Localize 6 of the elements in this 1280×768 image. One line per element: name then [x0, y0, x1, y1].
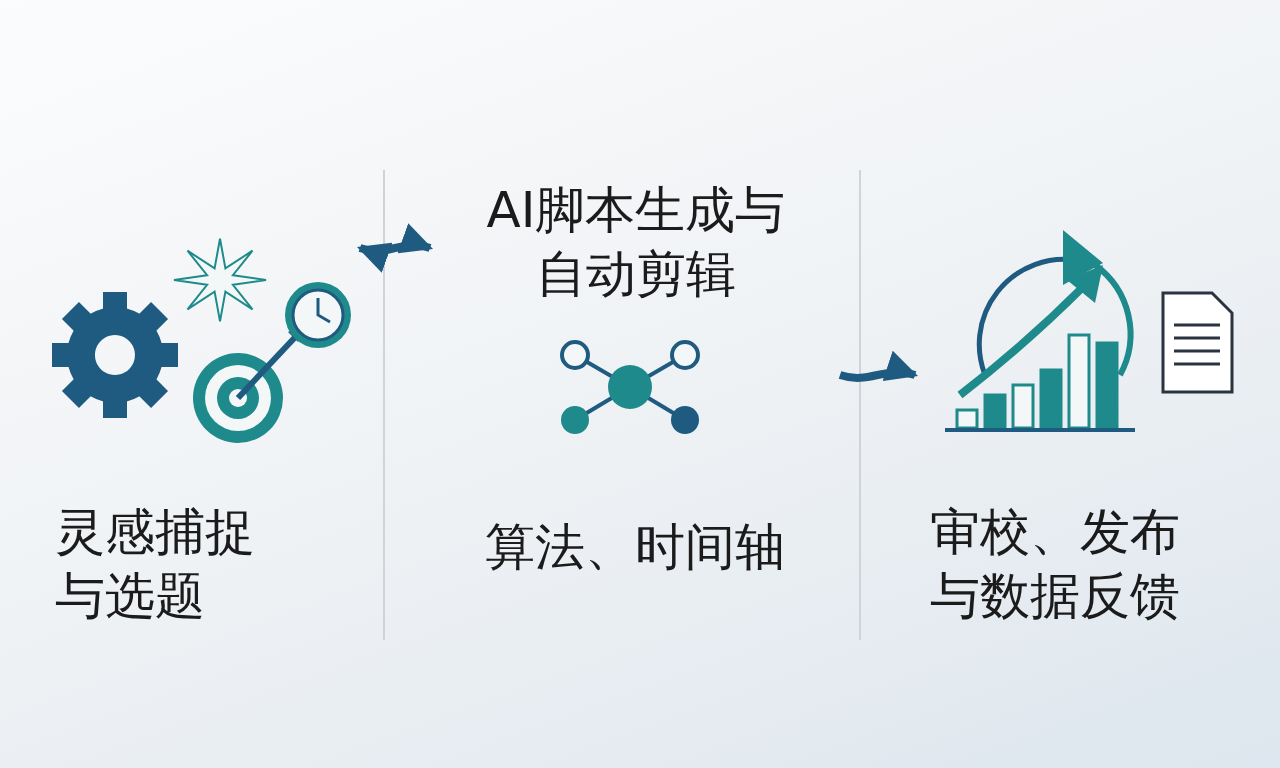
stage-subtitle: 算法、时间轴	[484, 517, 786, 578]
stage-title: 审校、发布与数据反馈	[930, 502, 1181, 627]
arrow	[838, 352, 919, 384]
stage-title: AI脚本生成与自动剪辑	[485, 180, 787, 305]
stage-title: 灵感捕捉与选题	[55, 502, 256, 627]
arrow	[356, 224, 434, 272]
